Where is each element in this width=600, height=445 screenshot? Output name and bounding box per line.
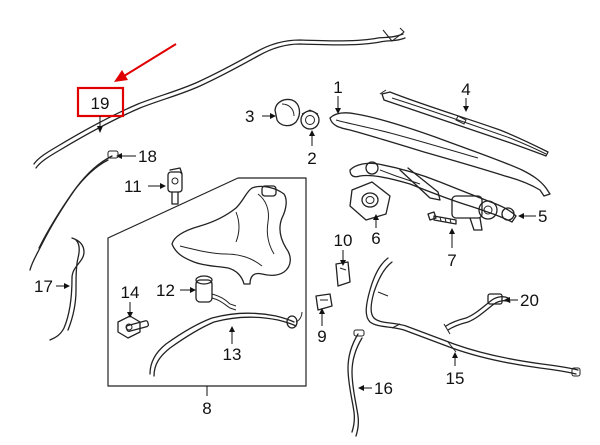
callout-14: 14 [121, 283, 140, 302]
hose-part-13 [149, 311, 303, 377]
callout-4: 4 [461, 80, 470, 99]
fitting-part-20 [443, 293, 511, 335]
bolt-part-7 [427, 211, 457, 225]
hose-part-16 [347, 329, 365, 437]
callout-19: 19 [91, 94, 110, 113]
highlight-arrowhead [114, 70, 128, 82]
callout-5: 5 [538, 207, 547, 226]
wiper-blade-part-4 [379, 89, 549, 157]
callout-6: 6 [371, 229, 380, 248]
grommet-part-6 [349, 181, 391, 221]
nozzle-part-11 [167, 167, 183, 205]
nut-part-2 [300, 109, 320, 130]
callout-10: 10 [334, 231, 353, 250]
callout-2: 2 [307, 149, 316, 168]
callout-11: 11 [124, 177, 142, 196]
callout-7: 7 [447, 251, 456, 270]
washer-hose-part-19 [33, 27, 406, 169]
highlight-arrow [123, 43, 177, 77]
hose-part-15 [365, 257, 581, 377]
callout-13: 13 [223, 345, 242, 364]
callout-1: 1 [333, 78, 342, 97]
callout-20: 20 [520, 291, 539, 310]
callout-17: 17 [34, 277, 53, 296]
wiper-linkage-part-5 [349, 161, 517, 231]
callout-18: 18 [138, 147, 157, 166]
callout-9: 9 [317, 327, 326, 346]
callout-3: 3 [245, 107, 254, 126]
callout-15: 15 [446, 369, 465, 388]
reservoir-group-box-part-8 [107, 177, 307, 387]
callout-12: 12 [156, 281, 175, 300]
pump-part-12 [195, 275, 237, 311]
callout-16: 16 [374, 379, 393, 398]
callout-8: 8 [202, 399, 211, 418]
clip-part-9 [315, 293, 333, 311]
sensor-part-14 [117, 315, 150, 339]
leader-lines [56, 96, 536, 396]
reservoir-tank [171, 185, 291, 285]
callout-labels: 19 18 11 3 2 1 4 5 6 7 10 9 12 14 13 8 1… [34, 78, 547, 418]
hose-part-17 [49, 237, 85, 341]
hose-part-18 [29, 150, 119, 271]
wiper-arm-part-1 [329, 112, 551, 197]
cap-part-3 [274, 98, 301, 127]
